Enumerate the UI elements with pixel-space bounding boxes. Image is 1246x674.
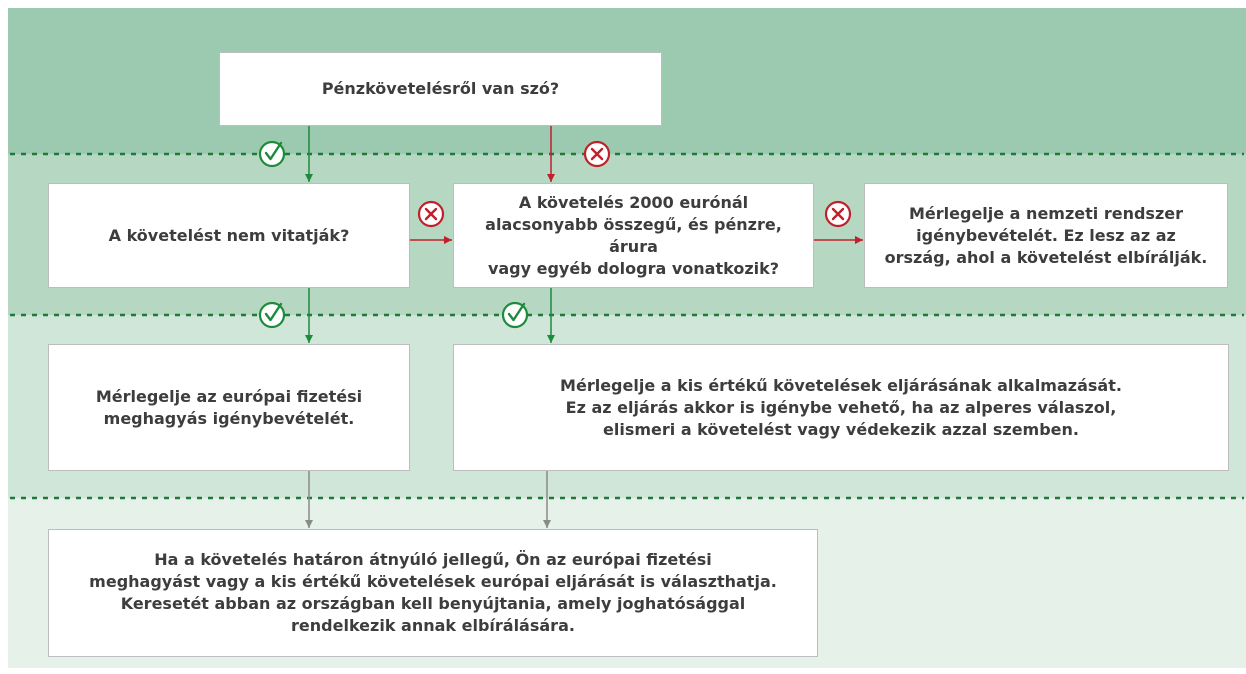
node-money-claim-question: Pénzkövetelésről van szó? (219, 52, 662, 126)
check-circle-icon (258, 140, 286, 168)
node-cross-border-note: Ha a követelés határon átnyúló jellegű, … (48, 529, 818, 657)
cross-circle-icon (824, 200, 852, 228)
node-european-payment-order: Mérlegelje az európai fizetési meghagyás… (48, 344, 410, 471)
node-undisputed-question: A követelést nem vitatják? (48, 183, 410, 288)
node-national-system: Mérlegelje a nemzeti rendszer igénybevét… (864, 183, 1228, 288)
check-circle-icon (501, 301, 529, 329)
node-small-claims-procedure: Mérlegelje a kis értékű követelések eljá… (453, 344, 1229, 471)
node-amount-question: A követelés 2000 eurónál alacsonyabb öss… (453, 183, 814, 288)
check-circle-icon (258, 301, 286, 329)
cross-circle-icon (583, 140, 611, 168)
cross-circle-icon (417, 200, 445, 228)
